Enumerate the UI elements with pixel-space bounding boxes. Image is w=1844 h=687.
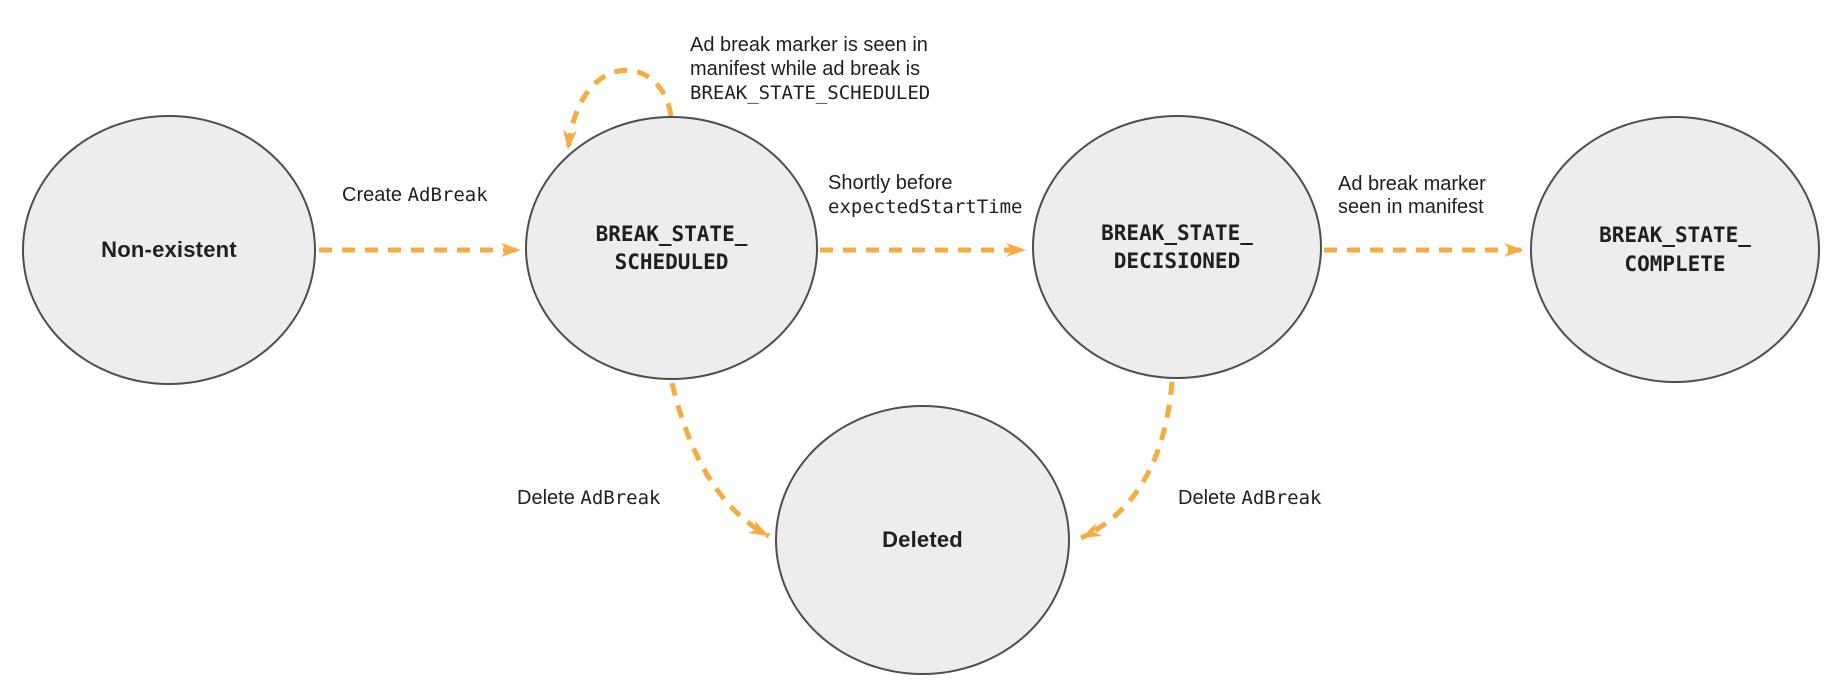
label-delete-left-code: AdBreak xyxy=(580,487,661,509)
state-non-existent: Non-existent xyxy=(22,115,316,385)
label-delete-adbreak-right: Delete AdBreak xyxy=(1178,487,1321,510)
state-break-state-scheduled: BREAK_STATE_ SCHEDULED xyxy=(525,116,818,380)
state-break-state-complete: BREAK_STATE_ COMPLETE xyxy=(1530,116,1820,383)
edge-self-loop-scheduled xyxy=(563,67,674,151)
label-delete-adbreak-left: Delete AdBreak xyxy=(517,487,660,510)
label-create-adbreak-text: Create xyxy=(342,184,408,206)
label-self-loop-line2: manifest while ad break is xyxy=(690,58,921,80)
label-marker-seen-line1: Ad break marker xyxy=(1338,173,1486,195)
state-break-state-decisioned: BREAK_STATE_ DECISIONED xyxy=(1032,115,1322,379)
label-delete-left-text: Delete xyxy=(517,487,581,509)
label-self-loop: Ad break marker is seen in manifest whil… xyxy=(690,33,930,105)
label-shortly-before-text: Shortly before xyxy=(828,172,953,194)
label-delete-right-code: AdBreak xyxy=(1241,487,1322,509)
label-self-loop-code: BREAK_STATE_SCHEDULED xyxy=(690,82,931,104)
label-create-adbreak: Create AdBreak xyxy=(342,184,488,207)
edge-decisioned-to-deleted xyxy=(1079,381,1175,541)
label-shortly-before: Shortly before expectedStartTime xyxy=(828,171,1022,219)
state-deleted: Deleted xyxy=(775,405,1070,675)
label-delete-right-text: Delete xyxy=(1178,487,1242,509)
label-marker-seen: Ad break marker seen in manifest xyxy=(1338,173,1486,219)
label-self-loop-line1: Ad break marker is seen in xyxy=(690,34,928,56)
edge-scheduled-to-deleted xyxy=(669,382,771,539)
label-create-adbreak-code: AdBreak xyxy=(407,184,488,206)
label-expected-start-time-code: expectedStartTime xyxy=(828,196,1023,218)
label-marker-seen-line2: seen in manifest xyxy=(1338,196,1484,218)
